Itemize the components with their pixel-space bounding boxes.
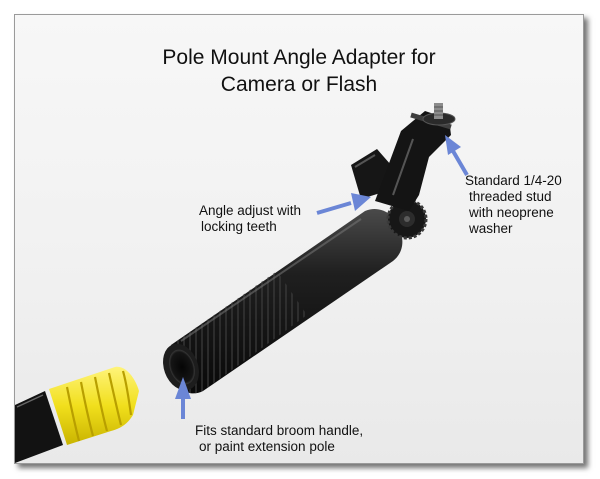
angle-callout-arrow xyxy=(316,193,371,215)
stud-callout-line: Standard 1/4-20 xyxy=(465,173,562,188)
handle-callout: Fits standard broom handle, or paint ext… xyxy=(195,423,363,455)
title-line-2: Camera or Flash xyxy=(220,73,378,96)
adapter-tube xyxy=(163,208,403,394)
stud-callout-line: with neoprene xyxy=(469,205,554,220)
threaded-stud xyxy=(422,103,456,126)
handle-callout-arrow xyxy=(175,377,191,419)
locking-teeth-wheel xyxy=(386,198,428,240)
adapter-photo xyxy=(15,103,469,463)
angle-callout-line: Angle adjust with xyxy=(199,203,302,218)
angle-callout: Angle adjust with locking teeth xyxy=(199,203,301,235)
angle-callout-line: locking teeth xyxy=(201,219,277,234)
stud-callout-line: threaded stud xyxy=(469,189,552,204)
handle-callout-line: or paint extension pole xyxy=(199,439,335,454)
handle-callout-line: Fits standard broom handle, xyxy=(195,423,364,438)
title-line-1: Pole Mount Angle Adapter for xyxy=(162,46,436,69)
photo-frame: Pole Mount Angle Adapter for Camera or F… xyxy=(14,14,584,464)
stud-callout-arrow xyxy=(445,135,469,177)
stud-callout-line: washer xyxy=(469,221,513,236)
broom-handle xyxy=(15,366,139,463)
stud-callout: Standard 1/4-20 threaded stud with neopr… xyxy=(465,173,562,237)
